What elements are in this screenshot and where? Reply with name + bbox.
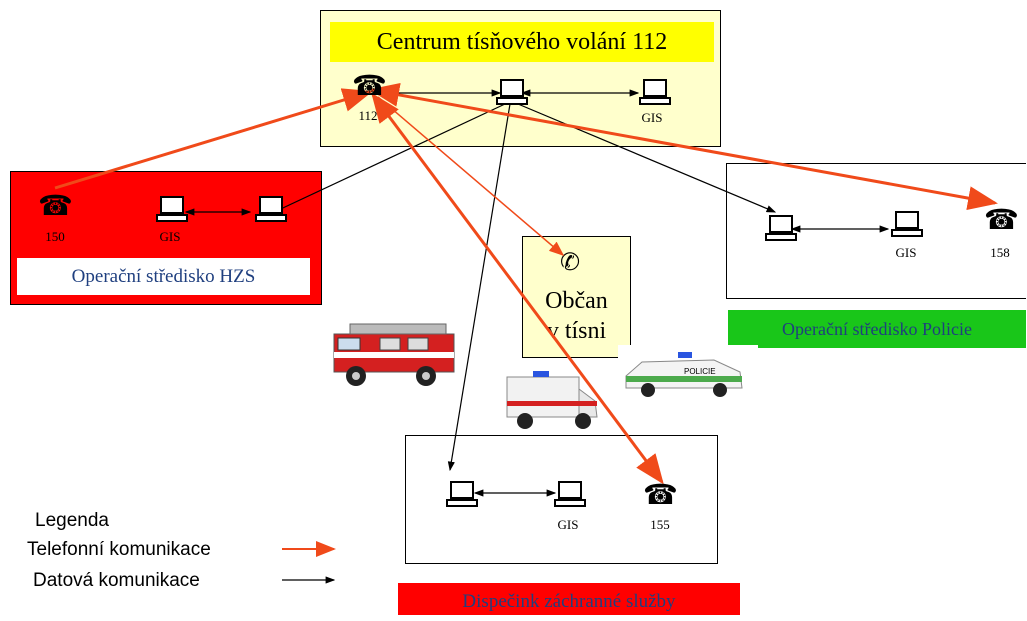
hzs-phone-number: 150 xyxy=(45,229,65,244)
legend-title: Legenda xyxy=(35,510,109,531)
computer-icon xyxy=(446,481,478,507)
police-gis-label: GIS xyxy=(895,245,917,260)
legend-phone-text: Telefonní komunikace xyxy=(27,539,211,560)
ems-label: Dispečink záchranné služby xyxy=(398,583,740,615)
phone-line-112-158 xyxy=(369,83,998,210)
computer-icon xyxy=(891,211,923,237)
center-title: Centrum tísňového volání 112 xyxy=(330,22,714,62)
data-line-center-ems xyxy=(447,103,511,472)
ems-gis-label: GIS xyxy=(557,517,579,532)
telephone-icon: ☎ xyxy=(352,71,387,102)
phone-line-112-155 xyxy=(371,92,664,485)
computer-icon xyxy=(496,79,528,105)
computer-icon xyxy=(639,79,671,105)
center-phone-number: 112 xyxy=(358,108,378,123)
ambulance-icon xyxy=(506,371,598,429)
computer-icon xyxy=(156,196,188,222)
telephone-icon: ☎ xyxy=(38,191,73,222)
police-label: Operační středisko Policie xyxy=(728,310,1026,348)
ems-phone-number: 155 xyxy=(650,517,670,532)
police-car-text: POLICIE xyxy=(684,367,716,376)
hzs-gis-label: GIS xyxy=(159,229,181,244)
hzs-label: Operační středisko HZS xyxy=(17,258,310,295)
computer-icon xyxy=(255,196,287,222)
fire-truck-icon xyxy=(333,323,455,386)
computer-icon xyxy=(554,481,586,507)
computer-icon xyxy=(765,215,797,241)
police-phone-number: 158 xyxy=(990,245,1010,260)
phone-line-112-150 xyxy=(54,88,373,190)
telephone-icon: ☎ xyxy=(643,480,678,511)
police-car-icon: POLICIE xyxy=(625,352,743,397)
phone-line-112-citizen xyxy=(377,96,565,256)
telephone-icon: ☎ xyxy=(984,205,1019,236)
center-gis-label: GIS xyxy=(641,110,663,125)
legend-data-text: Datová komunikace xyxy=(33,570,200,591)
